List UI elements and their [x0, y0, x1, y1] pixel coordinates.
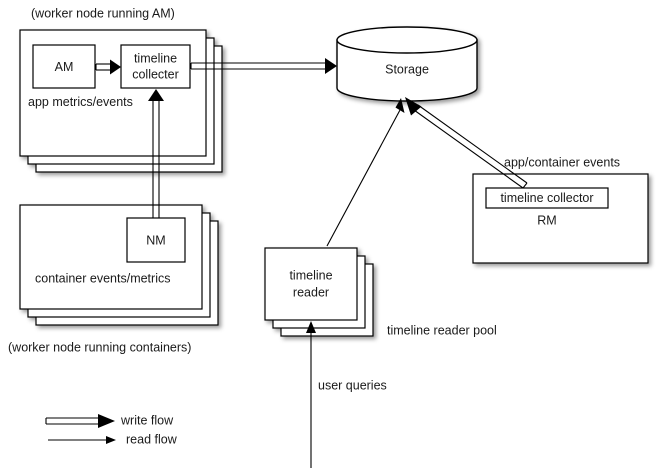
nm-label: NM — [146, 233, 165, 247]
timeline-reader-card-front — [264, 247, 358, 321]
storage-cylinder — [336, 26, 478, 102]
worker-node-containers-label: (worker node running containers) — [8, 340, 191, 354]
rm-timeline-collector-label: timeline collector — [500, 191, 593, 205]
rm-box — [472, 173, 649, 264]
write-arrow-rm-collector-to-storage — [405, 97, 528, 189]
timeline-collecter-label-line2: collecter — [132, 67, 179, 81]
app-container-events-label: app/container events — [504, 155, 620, 169]
timeline-collecter-label-line1: timeline — [134, 51, 177, 65]
timeline-reader-pool-label: timeline reader pool — [387, 323, 497, 337]
rm-label: RM — [537, 213, 556, 227]
legend-read-flow-label: read flow — [126, 432, 178, 446]
write-arrow-nm-to-collecter — [148, 89, 164, 218]
legend-write-flow-arrow — [45, 414, 115, 428]
timeline-collecter-box — [120, 44, 191, 89]
legend: write flow read flow — [45, 413, 178, 446]
read-arrow-user-queries-to-reader — [306, 321, 316, 468]
nm-box — [126, 217, 186, 263]
timeline-reader-stack — [264, 247, 374, 337]
read-arrow-reader-to-storage — [326, 98, 405, 247]
write-arrow-collecter-to-storage — [190, 58, 337, 74]
timeline-reader-label-line1: timeline — [289, 268, 332, 282]
container-events-metrics-label: container events/metrics — [35, 271, 170, 285]
worker-node-containers-stack — [19, 204, 219, 326]
app-metrics-events-label: app metrics/events — [28, 95, 133, 109]
write-arrow-am-to-collecter — [95, 59, 121, 75]
timeline-reader-label-line2: reader — [293, 285, 329, 299]
worker-node-am-label: (worker node running AM) — [31, 6, 175, 20]
legend-write-flow-label: write flow — [120, 413, 174, 427]
rm-box-group — [472, 173, 649, 264]
am-label: AM — [55, 60, 74, 74]
user-queries-label: user queries — [318, 378, 387, 392]
am-box — [32, 44, 96, 89]
legend-read-flow-arrow — [48, 436, 116, 444]
rm-timeline-collector-box — [485, 187, 609, 209]
storage-label: Storage — [385, 62, 429, 76]
